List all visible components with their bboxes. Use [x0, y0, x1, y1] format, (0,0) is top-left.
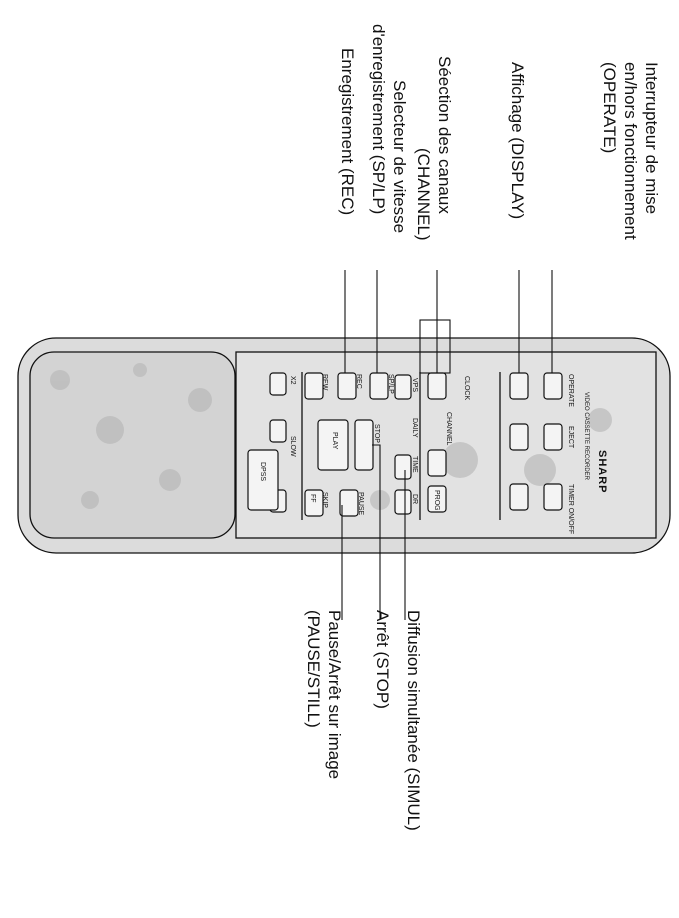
remote-label-dr: DR [411, 494, 418, 505]
vps-button [394, 374, 412, 400]
label-display: Affichage (DISPLAY) [507, 62, 528, 219]
x2-button [269, 372, 287, 396]
remote-buttons [247, 372, 563, 517]
label-simul: Diffusion simultanée (SIMUL) [403, 610, 424, 831]
rec-button [337, 372, 357, 400]
remote-brand: SHARP [596, 450, 608, 494]
label-rec: Enregistrement (REC) [337, 48, 358, 215]
label-splp-line-1: Selecteur de vitesse [390, 80, 409, 234]
label-channel-line-1: Séection des canaux [435, 56, 454, 214]
remote-label-splp: SP/LP [387, 374, 394, 394]
label-splp-line-2: d'enregistrement (SP/LP) [369, 24, 388, 215]
splp-button [369, 372, 389, 400]
reset-button [509, 483, 529, 511]
dr-button [394, 489, 412, 515]
channel-bracket [419, 319, 451, 374]
remote-label-operate: OPERATE [567, 374, 574, 407]
pause-button [339, 489, 359, 517]
label-channel: Séection des canaux (CHANNEL) [413, 56, 455, 241]
eject-button [543, 423, 563, 451]
label-channel-line-2: (CHANNEL) [414, 148, 433, 241]
operate-button [543, 372, 563, 400]
clock-button [509, 423, 529, 451]
remote-label-prog: PROG [433, 490, 440, 511]
play-button [317, 419, 349, 471]
label-stop: Arrêt (STOP) [372, 610, 393, 709]
remote-label-time: TIME [411, 456, 418, 473]
display-button [509, 372, 529, 400]
dpss-button [247, 449, 279, 511]
callout-lines [341, 270, 553, 620]
remote-label-rec: REC [355, 374, 362, 389]
remote-label-channel: CHANNEL [445, 412, 452, 446]
timer-button [543, 483, 563, 511]
label-rec-line-1: Enregistrement (REC) [338, 48, 357, 216]
remote-label-vps: VPS [411, 378, 418, 393]
label-stop-line-1: Arrêt (STOP) [373, 610, 392, 709]
remote-label-daily: DAILY [411, 418, 418, 438]
speckle-texture [50, 363, 612, 510]
label-splp: Selecteur de vitesse d'enregistrement (S… [368, 24, 410, 233]
remote-label-rew: REW [321, 374, 328, 391]
channel-down-button [427, 449, 447, 477]
slow-minus-button [269, 419, 287, 443]
prog-button [427, 485, 447, 513]
label-operate-line-2: en/hors fonctionnement [621, 62, 640, 240]
remote-label-dpss: DPSS [259, 462, 266, 482]
remote-label-slow: SLOW [289, 436, 296, 457]
remote-label-stop: STOP [373, 424, 380, 443]
label-pause: Pause/Arrêt sur image (PAUSE/STILL) [303, 610, 345, 779]
label-simul-line-1: Diffusion simultanée (SIMUL) [404, 610, 423, 831]
remote-label-timer: TIMER ON/OFF [567, 484, 574, 535]
remote-subtitle: VIDEO CASSETTE RECORDER [583, 392, 589, 481]
remote-label-eject: EJECT [567, 426, 574, 449]
remote-label-ff: FF [309, 494, 316, 503]
label-pause-line-2: (PAUSE/STILL) [304, 610, 323, 728]
battery-cover [29, 351, 236, 539]
remote-label-pause: PAUSE [357, 492, 364, 516]
label-operate: Interrupteur de mise en/hors fonctionnem… [599, 62, 662, 240]
remote-label-x2: X2 [289, 376, 296, 385]
ff-button [304, 489, 324, 517]
label-operate-line-1: Interrupteur de mise [642, 62, 661, 215]
label-display-line-1: Affichage (DISPLAY) [508, 62, 527, 220]
remote-label-skip: SKIP [321, 492, 328, 508]
remote-label-play: PLAY [331, 432, 338, 450]
simul-button [394, 454, 412, 480]
rew-button [304, 372, 324, 400]
callout-stop-line [372, 444, 381, 620]
remote-label-clock: CLOCK [463, 376, 470, 401]
label-operate-line-3: (OPERATE) [600, 62, 619, 154]
stop-button [354, 419, 374, 471]
label-pause-line-1: Pause/Arrêt sur image [325, 610, 344, 780]
channel-up-button [427, 372, 447, 400]
